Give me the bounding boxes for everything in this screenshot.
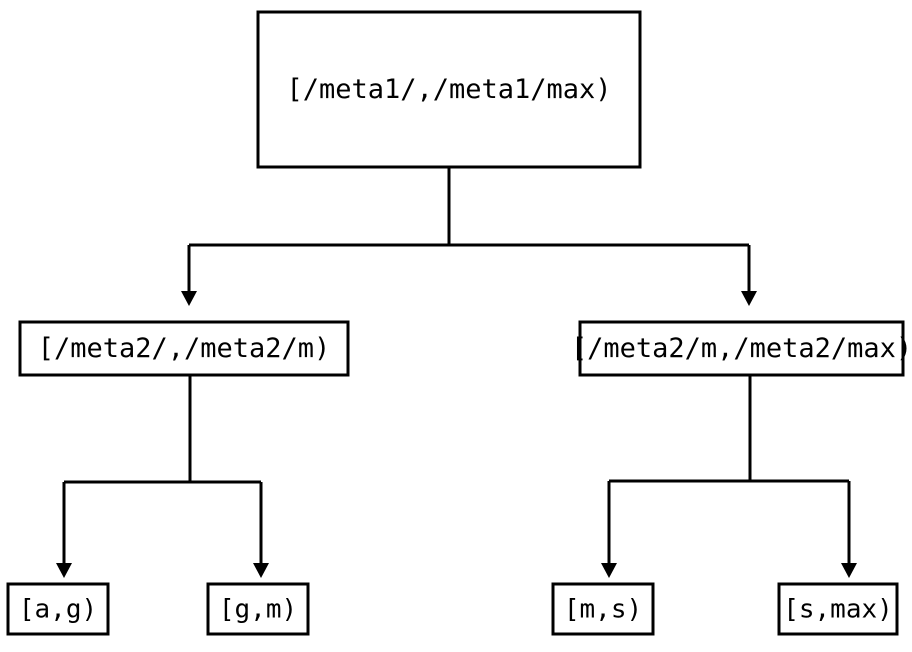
node-box[interactable] (578, 320, 905, 377)
tree-node-root[interactable]: [/meta1/,/meta1/max) (256, 10, 642, 169)
tree-edge (748, 376, 857, 578)
tree-edge (181, 168, 451, 306)
edge-arrowhead-icon (601, 563, 617, 578)
tree-edge (56, 376, 192, 578)
edge-arrowhead-icon (841, 563, 857, 578)
node-box[interactable] (6, 582, 110, 636)
edges-layer (56, 168, 857, 578)
node-label: [m,s) (564, 595, 642, 625)
edge-arrowhead-icon (56, 563, 72, 578)
tree-edge (188, 376, 269, 578)
node-label: [/meta2/,/meta2/m) (38, 333, 331, 364)
edge-arrowhead-icon (253, 563, 269, 578)
edge-arrowhead-icon (181, 291, 197, 306)
tree-node-leaf-g-m[interactable]: [g,m) (206, 582, 310, 636)
node-box[interactable] (551, 582, 655, 636)
node-label: [s,max) (783, 595, 893, 625)
node-label: [/meta2/m,/meta2/max) (571, 333, 912, 364)
tree-node-mid-right[interactable]: [/meta2/m,/meta2/max) (571, 320, 912, 377)
tree-node-leaf-m-s[interactable]: [m,s) (551, 582, 655, 636)
node-label: [/meta1/,/meta1/max) (286, 74, 611, 105)
tree-node-mid-left[interactable]: [/meta2/,/meta2/m) (18, 320, 350, 377)
edge-arrowhead-icon (741, 291, 757, 306)
tree-node-leaf-a-g[interactable]: [a,g) (6, 582, 110, 636)
node-box[interactable] (206, 582, 310, 636)
node-label: [a,g) (19, 595, 97, 625)
node-box[interactable] (18, 320, 350, 377)
nodes-layer: [/meta1/,/meta1/max) [/meta2/,/meta2/m) [/… (6, 10, 912, 636)
node-box[interactable] (256, 10, 642, 169)
tree-node-leaf-s-max[interactable]: [s,max) (777, 582, 899, 636)
tree-edge (447, 168, 757, 306)
tree-edge (601, 376, 752, 578)
node-box[interactable] (777, 582, 899, 636)
node-label: [g,m) (219, 595, 297, 625)
